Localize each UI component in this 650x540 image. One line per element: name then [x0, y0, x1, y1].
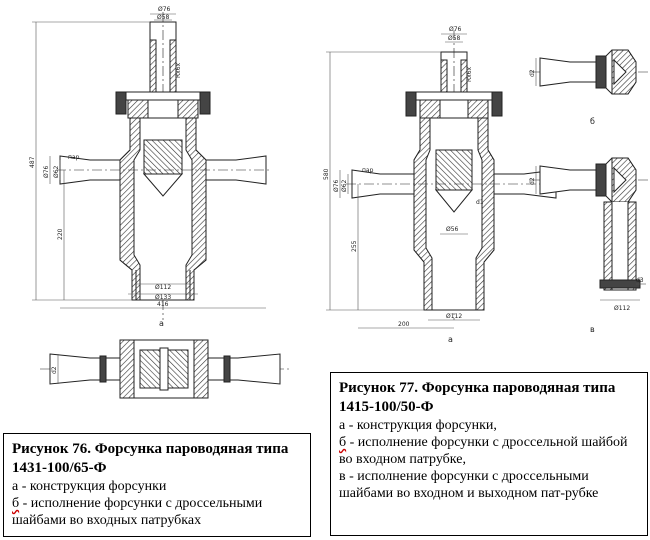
- figure77-caption-item-b-text: - исполнение форсунки с дроссельной шайб…: [339, 435, 628, 467]
- figure77-caption-item-v-letter: в: [339, 469, 346, 484]
- figure77-caption-item-b: б - исполнение форсунки с дроссельной ша…: [339, 434, 639, 468]
- fig76-dim-top-d1: Ø76: [158, 6, 171, 13]
- fig77-dim-top-len: Rx6x: [466, 66, 473, 82]
- fig77-dim-inner-d1: d1: [476, 199, 484, 206]
- fig77-dim-width: 200: [398, 321, 410, 328]
- figure76-caption: Рисунок 76. Форсунка пароводяная типа 14…: [3, 433, 311, 537]
- fig77-view-b: [530, 49, 650, 95]
- figure77-caption-item-b-letter: б: [339, 435, 347, 450]
- fig76-view-a-dimensions: [32, 13, 266, 309]
- fig76-view-b-dim-d: d2: [51, 366, 58, 374]
- figure77-caption-title: Рисунок 77. Форсунка пароводяная типа 14…: [339, 380, 616, 415]
- fig76-dim-height-lower: 220: [57, 228, 64, 240]
- fig76-dim-nozzle-len: пар: [68, 154, 80, 161]
- figure77-caption-item-v: в - исполнение форсунки с дроссельными ш…: [339, 468, 639, 502]
- fig77-view-v-dim-d2: d3: [636, 277, 644, 284]
- fig77-view-v-dim-d3: Ø112: [614, 305, 630, 312]
- fig77-view-v-dim-d1: d2: [529, 177, 536, 185]
- fig77-view-a: [346, 30, 562, 320]
- fig76-dim-top-d2: Ø58: [157, 14, 170, 21]
- fig76-dim-width-total: 416: [157, 301, 169, 308]
- figure77-caption-item-a-letter: а: [339, 418, 346, 433]
- figure76-caption-title: Рисунок 76. Форсунка пароводяная типа 14…: [12, 441, 289, 476]
- fig76-view-a-label: а: [159, 319, 164, 328]
- figure77-caption: Рисунок 77. Форсунка пароводяная типа 14…: [330, 372, 648, 536]
- fig76-dim-nozzle-d1: Ø76: [43, 165, 50, 178]
- fig77-dim-nozzle-d1: Ø76: [333, 179, 340, 192]
- fig77-view-a-label: а: [448, 335, 453, 344]
- fig77-view-v: [530, 157, 650, 301]
- fig76-dim-bottom-d1: Ø112: [155, 284, 171, 291]
- figure77-caption-item-a: а - конструкция форсунки,: [339, 417, 639, 434]
- figure77-caption-item-a-text: - конструкция форсунки,: [345, 418, 497, 433]
- fig77-dim-height-lower: 255: [351, 240, 358, 252]
- fig77-dim-top-d1: Ø76: [449, 26, 462, 33]
- fig76-dim-top-len: Rx6x: [175, 62, 182, 78]
- fig77-dim-top-d2: Ø58: [448, 35, 461, 42]
- fig76-view-b: [40, 339, 290, 399]
- fig77-dim-nozzle-len: пар: [362, 167, 374, 174]
- fig77-view-b-label: б: [590, 117, 595, 126]
- fig77-view-a-dimensions: [326, 33, 480, 329]
- fig77-dim-inner-d: Ø56: [446, 226, 459, 233]
- fig77-dim-nozzle-d2: Ø62: [341, 179, 348, 192]
- fig76-dim-height-total: 487: [29, 156, 36, 168]
- figure76-caption-item-b-text: - исполнение форсунки с дроссельными шай…: [12, 496, 263, 528]
- fig76-view-a: [56, 12, 272, 320]
- fig77-view-v-label: в: [590, 325, 595, 334]
- fig77-view-b-dim-d: d2: [529, 69, 536, 77]
- fig77-dim-bottom-d1: Ø112: [446, 313, 462, 320]
- figure77-caption-item-v-text: - исполнение форсунки с дроссельными шай…: [339, 469, 599, 501]
- figure76-caption-item-a: а - конструкция форсунки: [12, 478, 302, 495]
- figure76-caption-item-a-text: - конструкция форсунки: [18, 479, 167, 494]
- figure76-caption-item-b: б - исполнение форсунки с дроссельными ш…: [12, 495, 302, 529]
- fig77-dim-height-total: 580: [323, 168, 330, 180]
- figure76-caption-item-b-letter: б: [12, 496, 20, 511]
- fig76-dim-nozzle-d2: Ø62: [53, 165, 60, 178]
- figure76-caption-item-a-letter: а: [12, 479, 19, 494]
- fig76-dim-bottom-d2: Ø133: [155, 294, 171, 301]
